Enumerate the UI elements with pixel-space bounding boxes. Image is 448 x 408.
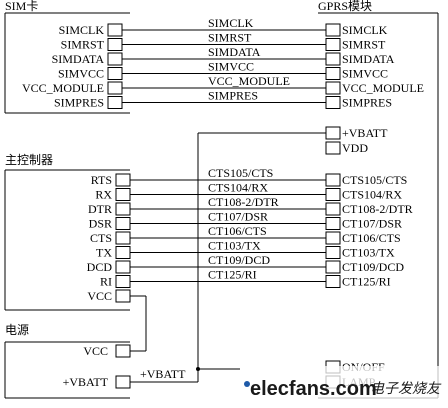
sim-wire-label-vcc-module: VCC_MODULE (208, 74, 290, 88)
gprs-ctrl-pin-label-ct125-ri: CT125/RI (342, 275, 391, 289)
ctrl-pin-label-rx: RX (95, 188, 112, 202)
gprs-sim-pin-label-simdata: SIMDATA (342, 52, 395, 66)
sim-pin-label-simrst: SIMRST (61, 38, 105, 52)
sim-pin-label-simclk: SIMCLK (59, 23, 105, 37)
gprs-ctrl-pin-box-cts104-rx (325, 188, 341, 201)
gprs-sim-pin-box-simrst (325, 38, 341, 51)
gprs-ctrl-pin-label-ct109-dcd: CT109/DCD (342, 260, 404, 274)
gprs-ctrl-pin-label-ct107-dsr: CT107/DSR (342, 217, 402, 231)
sim-wire-label-simdata: SIMDATA (208, 45, 261, 59)
controller-block-title: 主控制器 (5, 153, 53, 167)
ctrl-pin-label-rts: RTS (91, 173, 112, 187)
ctrl-pin-label-tx: TX (96, 246, 112, 260)
gprs-ctrl-pin-box-ct125-ri (325, 275, 341, 288)
ctrl-pin-box-ri (115, 275, 131, 288)
ctrl-pin-box-dcd (115, 260, 131, 274)
ctrl-pin-box-dtr (115, 202, 131, 216)
gprs-ctrl-pin-box-ct106-cts (325, 231, 341, 245)
gprs-ctrl-pin-box-ct107-dsr (325, 217, 341, 230)
gprs-block-title: GPRS模块 (318, 0, 372, 13)
sim-wire-label-simclk: SIMCLK (208, 16, 254, 30)
gprs-vdd-pin-box (325, 141, 341, 155)
gprs-ctrl-pin-label-ct108-2-dtr: CT108-2/DTR (342, 202, 413, 216)
ctrl-wire-label-ct108-2-dtr: CT108-2/DTR (208, 195, 279, 209)
gprs-ctrl-pin-box-ct103-tx (325, 246, 341, 259)
sim-pin-box-simdata (107, 52, 123, 66)
gprs-sim-pin-label-simpres: SIMPRES (342, 96, 392, 110)
sim-pin-box-vcc-module (107, 81, 123, 95)
ctrl-wire-label-ct109-dcd: CT109/DCD (208, 253, 270, 267)
sim-wire-label-simrst: SIMRST (208, 31, 252, 45)
ctrl-pin-label-dcd: DCD (87, 260, 113, 274)
watermark-cn-text: 电子发烧友 (370, 380, 442, 396)
sim-pin-label-simpres: SIMPRES (54, 96, 104, 110)
gprs-sim-pin-label-simclk: SIMCLK (342, 23, 388, 37)
gprs-sim-pin-box-vcc-module (325, 81, 341, 95)
gprs-sim-pin-label-simvcc: SIMVCC (342, 67, 388, 81)
ctrl-wire-label-ct107-dsr: CT107/DSR (208, 210, 268, 224)
gprs-ctrl-pin-box-ct109-dcd (325, 260, 341, 274)
gprs-vbatt-pin-box (325, 126, 341, 140)
power-block-title: 电源 (5, 323, 29, 337)
sim-pin-box-simrst (107, 38, 123, 51)
ctrl-wire-label-cts104-rx: CTS104/RX (208, 181, 268, 195)
power-vbatt-pin-box (115, 375, 131, 389)
ctrl-wire-label-ct103-tx: CT103/TX (208, 239, 261, 253)
power-vbatt-pin-label: +VBATT (63, 375, 109, 389)
gprs-vbatt-pin-label: +VBATT (342, 126, 388, 140)
sim-pin-label-simvcc: SIMVCC (58, 67, 104, 81)
sim-pin-label-simdata: SIMDATA (52, 52, 105, 66)
sim-wire-label-simvcc: SIMVCC (208, 60, 254, 74)
ctrl-pin-box-cts (115, 231, 131, 245)
ctrl-pin-box-dsr (115, 217, 131, 230)
sim-pin-box-simclk (107, 23, 123, 37)
ctrl-pin-label-ri: RI (100, 275, 112, 289)
ctrl-pin-label-dsr: DSR (89, 217, 112, 231)
sim-pin-label-vcc-module: VCC_MODULE (22, 81, 104, 95)
gprs-sim-pin-box-simdata (325, 52, 341, 66)
ctrl-pin-label-cts: CTS (90, 231, 112, 245)
gprs-vdd-pin-label: VDD (342, 141, 368, 155)
gprs-ctrl-pin-label-cts104-rx: CTS104/RX (342, 188, 402, 202)
gprs-ctrl-pin-box-ct108-2-dtr (325, 202, 341, 216)
gprs-ctrl-pin-label-ct103-tx: CT103/TX (342, 246, 395, 260)
sim-pin-box-simvcc (107, 67, 123, 80)
gprs-ctrl-pin-box-cts105-cts (325, 173, 341, 187)
ctrl-pin-box-vcc (115, 289, 131, 303)
ctrl-pin-box-tx (115, 246, 131, 259)
power-vcc-pin-box (115, 344, 131, 358)
gprs-sim-pin-box-simclk (325, 23, 341, 37)
ctrl-pin-box-rts (115, 173, 131, 187)
ctrl-wire-label-ct106-cts: CT106/CTS (208, 224, 267, 238)
gprs-sim-pin-box-simpres (325, 96, 341, 109)
gprs-sim-pin-label-vcc-module: VCC_MODULE (342, 81, 424, 95)
watermark-site-text: elecfans.com (250, 378, 377, 400)
ctrl-pin-label-vcc: VCC (87, 289, 112, 303)
sim-pin-box-simpres (107, 96, 123, 109)
sim-wire-label-simpres: SIMPRES (208, 89, 258, 103)
ctrl-pin-box-rx (115, 188, 131, 201)
gprs-sim-pin-label-simrst: SIMRST (342, 38, 386, 52)
gprs-ctrl-pin-label-ct106-cts: CT106/CTS (342, 231, 401, 245)
watermark-dot-icon (244, 381, 250, 387)
power-vcc-pin-label: VCC (83, 344, 108, 358)
sim-block-title: SIM卡 (5, 0, 38, 13)
ctrl-pin-label-dtr: DTR (88, 202, 112, 216)
gprs-sim-pin-box-simvcc (325, 67, 341, 80)
ctrl-wire-label-ct125-ri: CT125/RI (208, 268, 257, 282)
watermark-backdrop (246, 366, 442, 400)
ctrl-wire-label-cts105-cts: CTS105/CTS (208, 166, 273, 180)
vbatt-wire-label: +VBATT (140, 367, 186, 381)
gprs-ctrl-pin-label-cts105-cts: CTS105/CTS (342, 173, 407, 187)
